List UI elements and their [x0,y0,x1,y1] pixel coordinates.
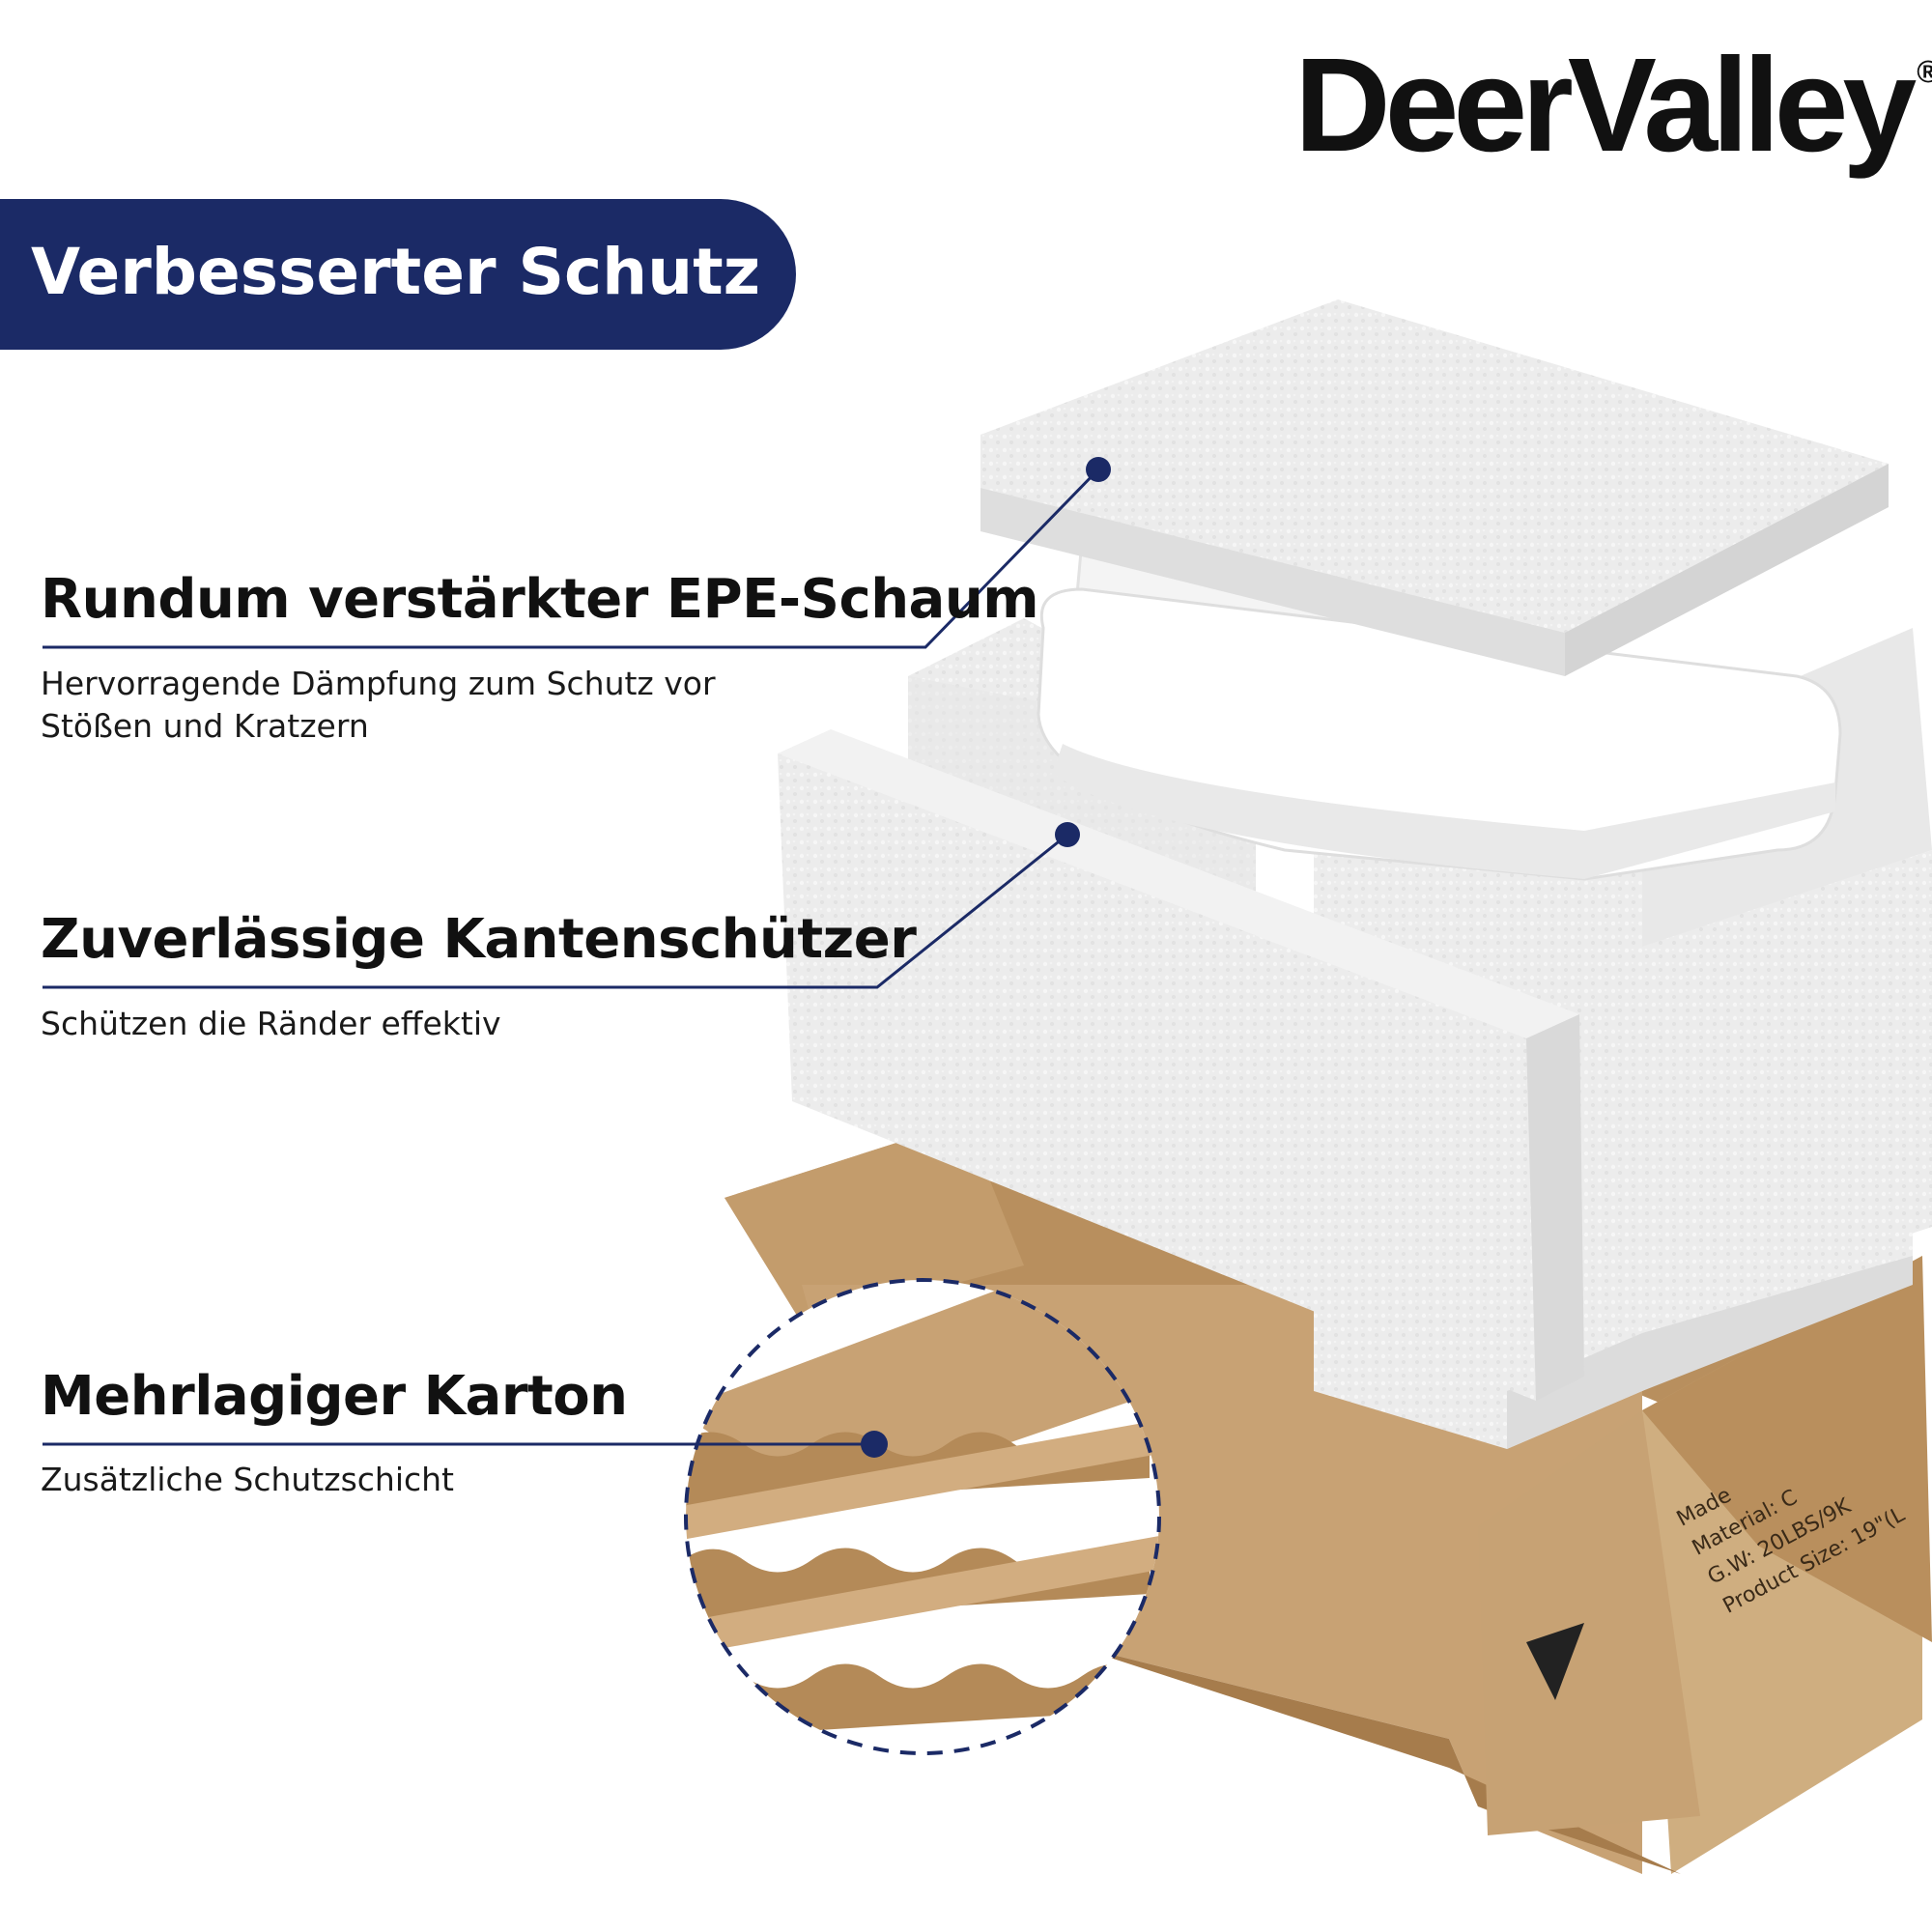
callout-dot-foam [1086,457,1111,482]
feature-desc-edges: Schützen die Ränder effektiv [41,1003,501,1045]
corrugated-detail-circle [684,1278,1161,1755]
brand-name: DeerValley [1294,31,1917,180]
feature-title-foam: Rundum verstärkter EPE-Schaum [41,568,1039,631]
feature-desc-line: Zusätzliche Schutzschicht [41,1461,454,1498]
feature-desc-line: Stößen und Kratzern [41,707,369,745]
callout-dot-edges [1055,822,1080,847]
title-banner [0,199,796,350]
feature-desc-foam: Hervorragende Dämpfung zum Schutz vor St… [41,663,716,748]
feature-desc-line: Hervorragende Dämpfung zum Schutz vor [41,665,716,702]
feature-desc-carton: Zusätzliche Schutzschicht [41,1459,454,1501]
callout-dot-carton [861,1431,888,1458]
feature-title-carton: Mehrlagiger Karton [41,1365,628,1428]
feature-title-edges: Zuverlässige Kantenschützer [41,908,917,971]
feature-desc-line: Schützen die Ränder effektiv [41,1005,501,1042]
banner-title: Verbesserter Schutz [31,235,761,309]
brand-logo: DeerValley® [1294,29,1932,183]
top-foam-sheet [980,299,1889,676]
registered-mark: ® [1917,54,1932,89]
callout-lines [43,457,1111,1458]
